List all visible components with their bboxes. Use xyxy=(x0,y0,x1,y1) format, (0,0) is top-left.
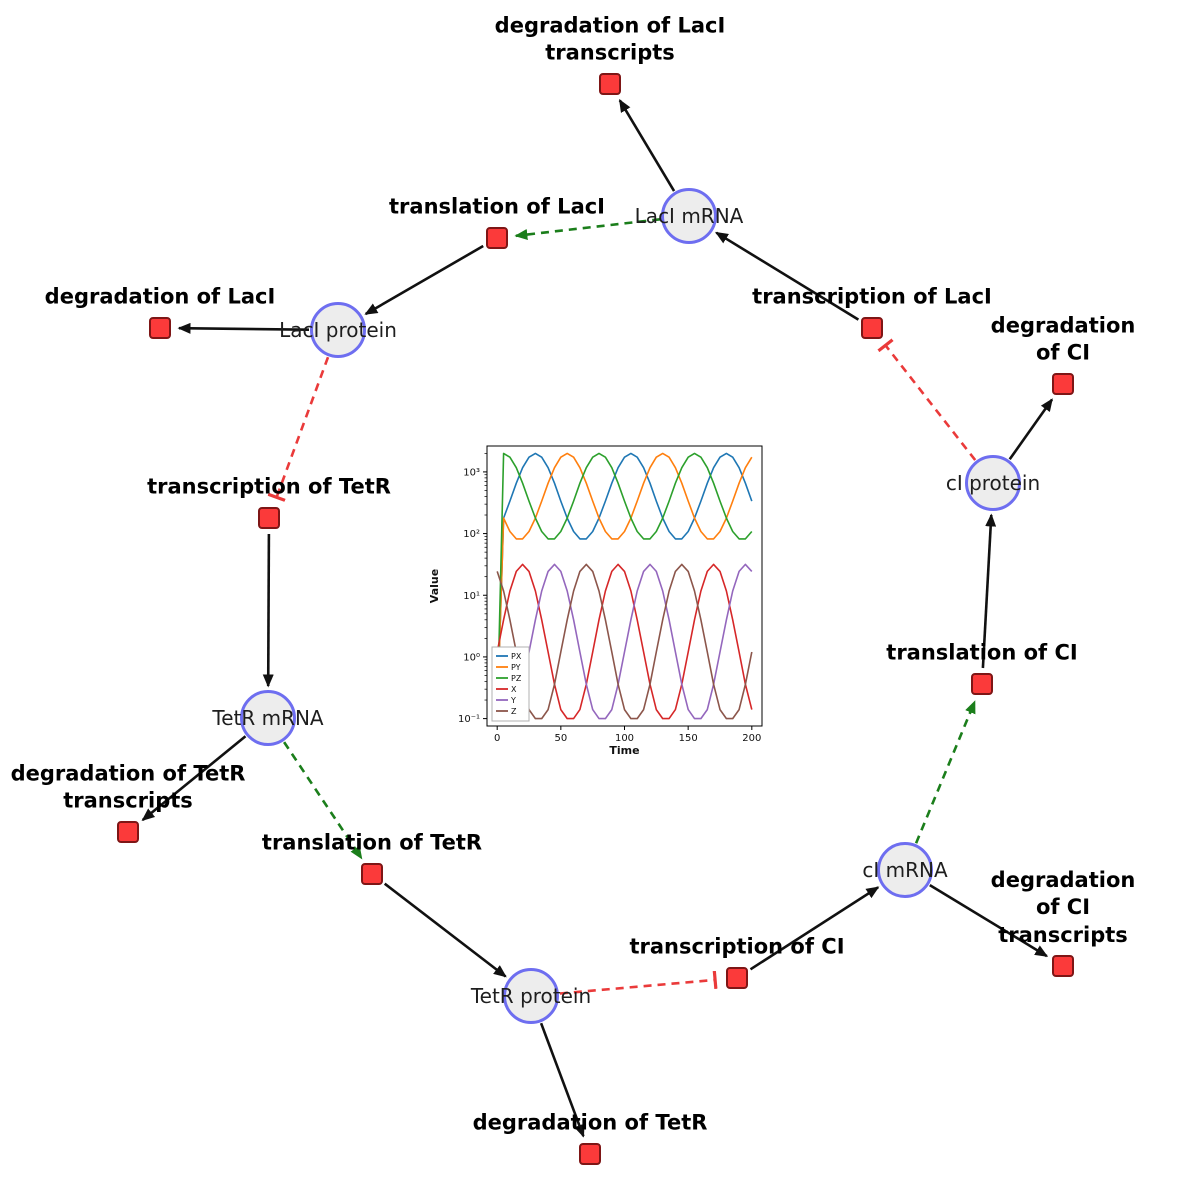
reaction-node-transl_tetr[interactable] xyxy=(361,863,383,885)
edge-ci_mrna-transl_ci xyxy=(914,700,976,844)
x-tick-label: 50 xyxy=(554,733,567,744)
reaction-label-transl_ci: translation of CI xyxy=(886,640,1078,665)
edge-tetr_protein-txn_ci xyxy=(559,970,718,995)
species-label-ci_mrna: cI mRNA xyxy=(862,858,948,882)
series-X xyxy=(496,563,753,720)
legend-label: X xyxy=(511,685,517,694)
species-label-laci_mrna: LacI mRNA xyxy=(634,204,744,228)
reaction-node-deg_ci[interactable] xyxy=(1052,373,1074,395)
species-label-tetr_mrna: TetR mRNA xyxy=(212,706,324,730)
legend-box xyxy=(491,646,530,722)
reaction-node-deg_ci_tx[interactable] xyxy=(1052,955,1074,977)
y-tick-label: 10² xyxy=(463,529,480,540)
reaction-label-deg_ci: degradation of CI xyxy=(990,313,1136,365)
y-tick-label: 10⁻¹ xyxy=(458,714,480,725)
species-label-ci_protein: cI protein xyxy=(945,471,1041,495)
x-axis-label: Time xyxy=(609,744,639,757)
legend-label: Z xyxy=(511,707,517,716)
species-node-ci_mrna[interactable] xyxy=(877,842,933,898)
species-node-tetr_mrna[interactable] xyxy=(240,690,296,746)
reaction-label-deg_tetr: degradation of TetR xyxy=(472,1110,708,1135)
legend-label: Y xyxy=(510,696,516,705)
reaction-node-deg_tetr[interactable] xyxy=(579,1143,601,1165)
species-node-tetr_protein[interactable] xyxy=(503,968,559,1024)
reaction-label-deg_tetr_tx: degradation of TetR transcripts xyxy=(10,761,246,813)
edge-tetr_mrna-deg_tetr_tx xyxy=(141,735,247,822)
species-node-laci_protein[interactable] xyxy=(310,302,366,358)
edge-laci_mrna-deg_laci_tx xyxy=(618,99,676,192)
series-Y xyxy=(496,563,753,720)
x-tick-label: 0 xyxy=(494,733,500,744)
reaction-label-txn_laci: transcription of LacI xyxy=(752,284,992,309)
species-label-laci_protein: LacI protein xyxy=(279,318,397,342)
reaction-node-deg_tetr_tx[interactable] xyxy=(117,821,139,843)
legend-label: PZ xyxy=(511,674,522,683)
reaction-label-deg_laci: degradation of LacI xyxy=(44,284,276,309)
series-PY xyxy=(496,452,753,719)
edge-ci_protein-deg_ci xyxy=(1008,398,1054,461)
x-tick-label: 100 xyxy=(615,733,634,744)
y-tick-label: 10⁰ xyxy=(463,652,480,663)
reaction-label-deg_laci_tx: degradation of LacI transcripts xyxy=(494,13,726,65)
edge-txn_ci-ci_mrna xyxy=(749,886,880,971)
reaction-label-transl_laci: translation of LacI xyxy=(389,194,605,219)
reaction-node-deg_laci[interactable] xyxy=(149,317,171,339)
y-tick-label: 10¹ xyxy=(463,591,480,602)
edge-ci_protein-txn_laci xyxy=(877,338,977,461)
reaction-node-txn_tetr[interactable] xyxy=(258,507,280,529)
species-node-laci_mrna[interactable] xyxy=(661,188,717,244)
y-tick-label: 10³ xyxy=(463,467,480,478)
reaction-label-txn_tetr: transcription of TetR xyxy=(147,474,391,499)
series-PX xyxy=(496,452,753,719)
edge-laci_protein-txn_tetr xyxy=(267,356,330,502)
legend-label: PY xyxy=(511,663,521,672)
edge-transl_tetr-tetr_protein xyxy=(383,882,507,978)
reaction-label-deg_ci_tx: degradation of CI transcripts xyxy=(990,868,1136,947)
series-Z xyxy=(496,563,753,720)
reaction-node-txn_ci[interactable] xyxy=(726,967,748,989)
reaction-label-transl_tetr: translation of TetR xyxy=(261,830,483,855)
reaction-node-transl_laci[interactable] xyxy=(486,227,508,249)
edge-txn_laci-laci_mrna xyxy=(715,231,860,321)
edge-tetr_mrna-transl_tetr xyxy=(283,741,363,860)
reaction-label-txn_ci: transcription of CI xyxy=(629,934,845,959)
x-tick-label: 200 xyxy=(742,733,761,744)
reaction-node-transl_ci[interactable] xyxy=(971,673,993,695)
edge-transl_laci-laci_protein xyxy=(364,244,484,316)
edge-laci_mrna-transl_laci xyxy=(514,218,661,240)
x-tick-label: 150 xyxy=(679,733,698,744)
edge-transl_ci-ci_protein xyxy=(981,513,997,669)
reaction-node-txn_laci[interactable] xyxy=(861,317,883,339)
edge-txn_tetr-tetr_mrna xyxy=(262,533,274,688)
legend-label: PX xyxy=(511,652,522,661)
reaction-node-deg_laci_tx[interactable] xyxy=(599,73,621,95)
y-axis-label: Value xyxy=(428,569,441,603)
edge-laci_protein-deg_laci xyxy=(177,322,310,334)
edge-ci_mrna-deg_ci_tx xyxy=(929,883,1049,958)
edge-tetr_protein-deg_tetr xyxy=(539,1022,585,1138)
series-PZ xyxy=(496,452,753,719)
species-label-tetr_protein: TetR protein xyxy=(470,984,592,1008)
species-node-ci_protein[interactable] xyxy=(965,455,1021,511)
